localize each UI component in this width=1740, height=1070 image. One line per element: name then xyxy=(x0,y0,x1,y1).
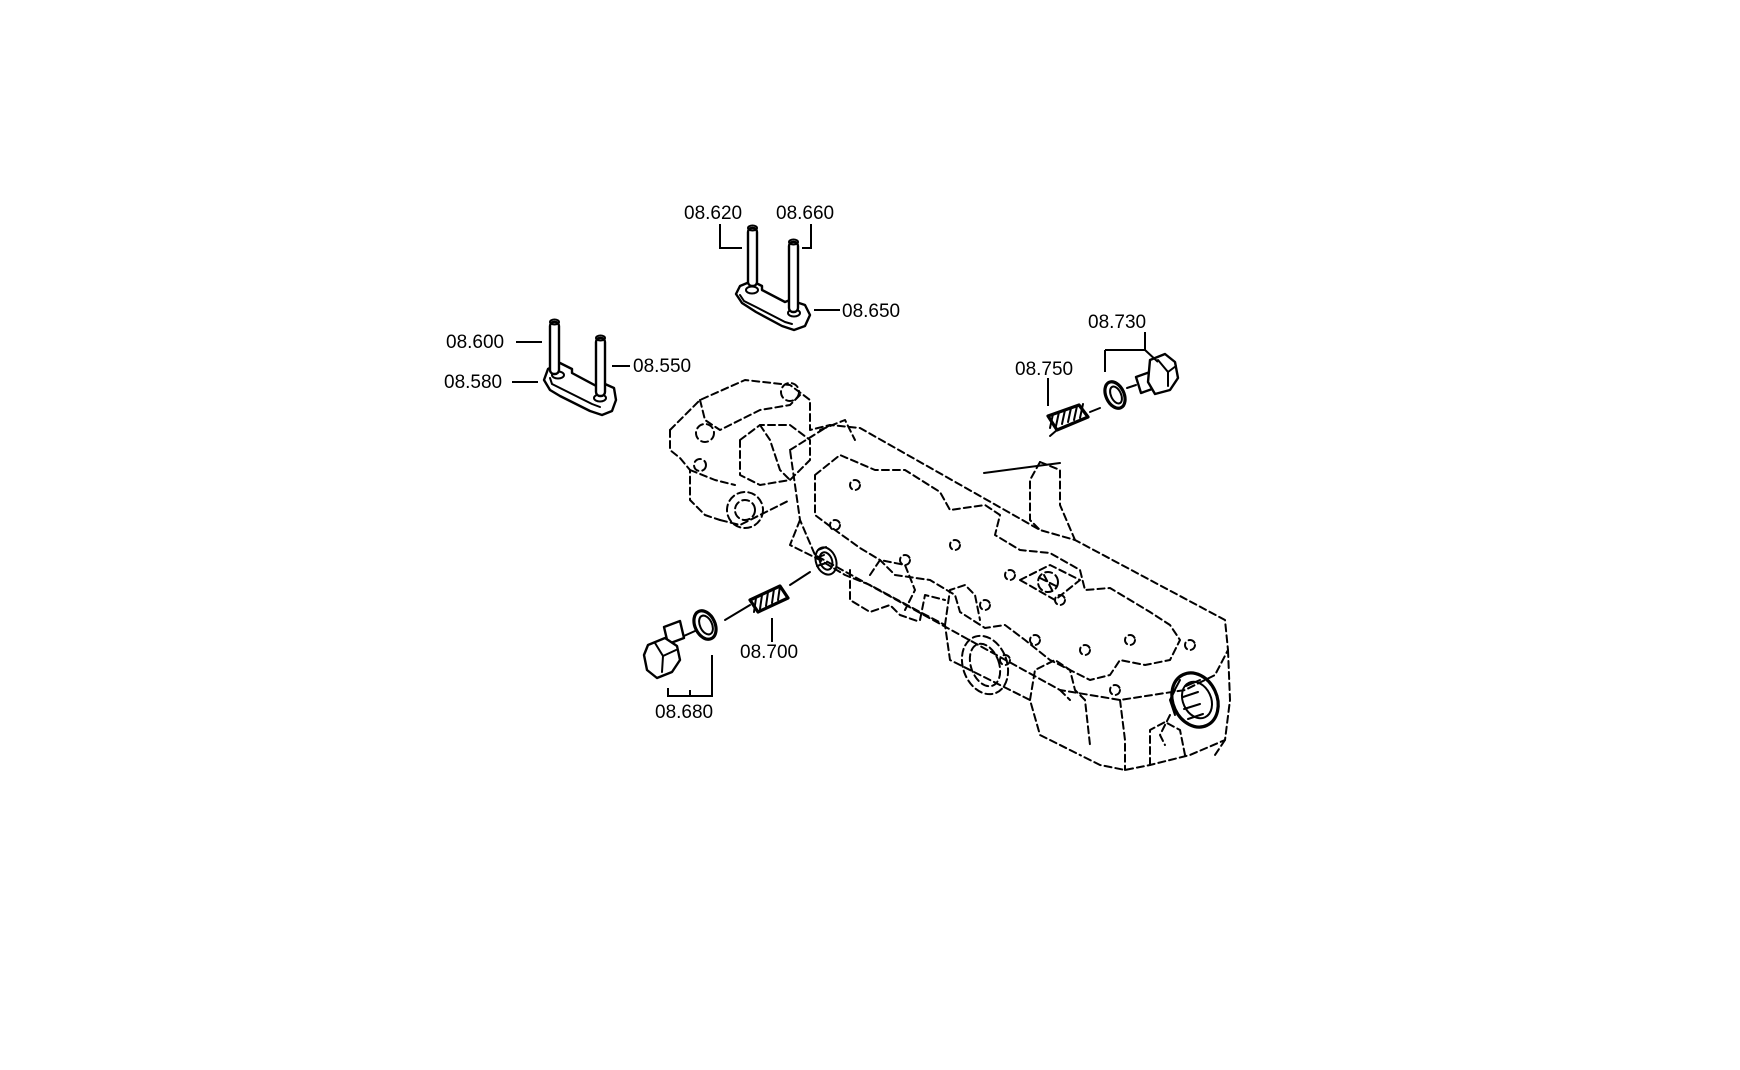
callout-08-580: 08.580 xyxy=(444,372,502,393)
plate-08-650 xyxy=(734,279,812,332)
spring-08-750-axis xyxy=(1089,407,1101,413)
callout-08-620: 08.620 xyxy=(684,203,742,224)
callout-08-660: 08.660 xyxy=(776,203,834,224)
screw-plug-08-730 xyxy=(1134,352,1180,396)
callout-08-680: 08.680 xyxy=(655,702,713,723)
leader-lines xyxy=(512,224,1159,697)
callout-08-600: 08.600 xyxy=(446,332,504,353)
pin-08-550 xyxy=(594,334,607,398)
callout-08-730: 08.730 xyxy=(1088,312,1146,333)
valve-block-housing xyxy=(669,379,1231,771)
pin-08-600 xyxy=(548,318,561,376)
screw-plug-08-680 xyxy=(642,619,686,680)
callout-08-550: 08.550 xyxy=(633,356,691,377)
callout-08-650: 08.650 xyxy=(842,301,900,322)
pin-08-620 xyxy=(746,224,759,288)
spring-08-700 xyxy=(724,571,811,621)
callout-08-700: 08.700 xyxy=(740,642,798,663)
seal-ring-08-680 xyxy=(692,609,718,641)
spring-08-750 xyxy=(983,403,1090,474)
callout-08-750: 08.750 xyxy=(1015,359,1073,380)
plug-08-730-axis xyxy=(1126,384,1137,389)
seal-ring-08-730 xyxy=(1103,380,1127,410)
pin-08-660 xyxy=(787,238,800,314)
